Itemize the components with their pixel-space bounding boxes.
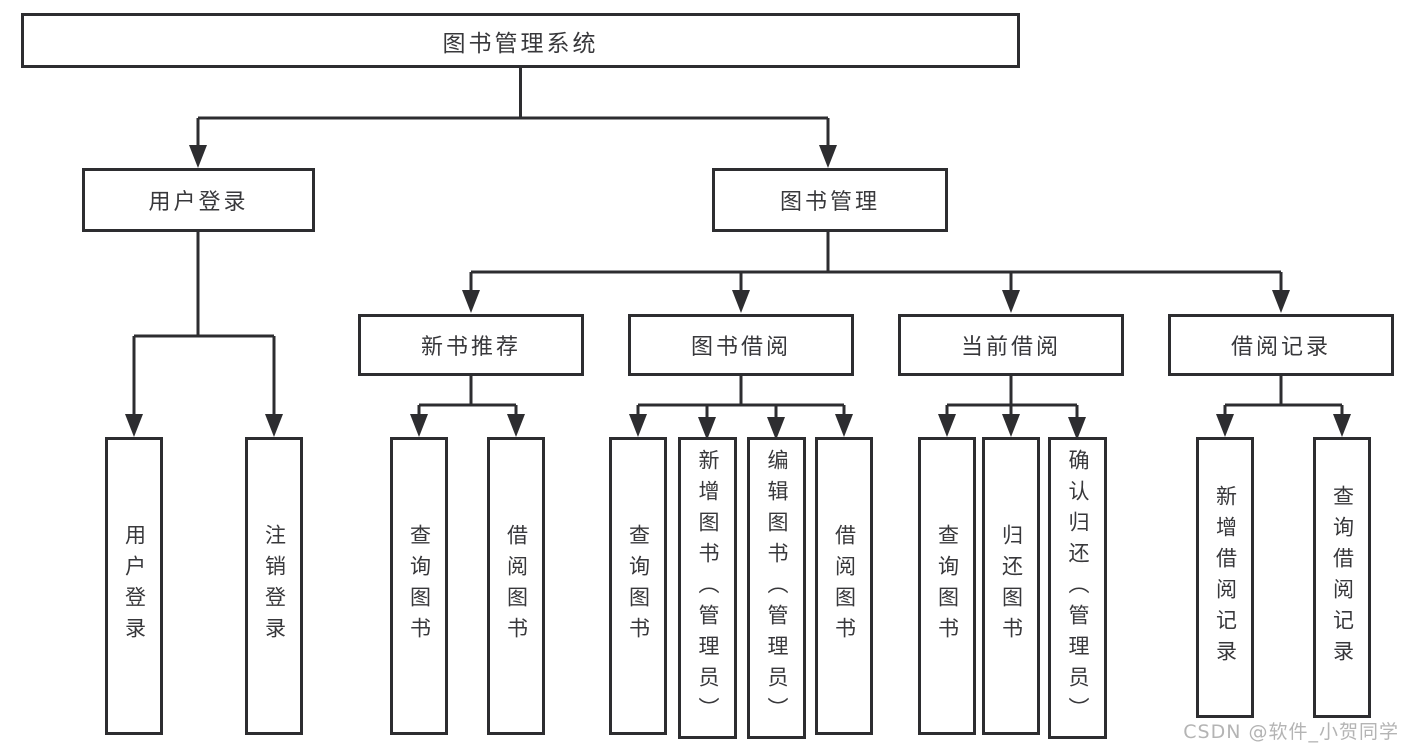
node-borrowing-records: 借阅记录: [1168, 314, 1394, 376]
csdn-watermark: CSDN @软件_小贺同学: [1183, 721, 1399, 743]
leaf-user-login-label: 用户登录: [122, 524, 147, 648]
leaf-add-borrow-record: 新增借阅记录: [1196, 437, 1254, 718]
leaf-confirm-return-admin: 确认归还（管理员）: [1048, 437, 1107, 739]
leaf-return-books-label: 归还图书: [999, 524, 1024, 648]
leaf-query-books-current-label: 查询图书: [935, 524, 960, 648]
leaf-edit-books-admin-label: 编辑图书（管理员）: [765, 448, 789, 728]
leaf-confirm-return-admin-label: 确认归还（管理员）: [1066, 448, 1090, 728]
node-book-management: 图书管理: [712, 168, 948, 232]
leaf-add-books-admin-label: 新增图书（管理员）: [696, 448, 720, 728]
leaf-borrow-books-borrowing: 借阅图书: [815, 437, 873, 735]
leaf-query-books-recommend: 查询图书: [390, 437, 448, 735]
leaf-borrow-books-borrowing-label: 借阅图书: [832, 524, 857, 648]
leaf-query-books-borrowing: 查询图书: [609, 437, 667, 735]
leaf-query-books-current: 查询图书: [918, 437, 976, 735]
leaf-query-borrow-record-label: 查询借阅记录: [1330, 484, 1355, 671]
leaf-user-login: 用户登录: [105, 437, 163, 735]
leaf-borrow-books-recommend-label: 借阅图书: [504, 524, 529, 648]
node-library-management-system: 图书管理系统: [21, 13, 1020, 68]
node-current-borrowing: 当前借阅: [898, 314, 1124, 376]
leaf-query-books-borrowing-label: 查询图书: [626, 524, 651, 648]
node-book-borrowing: 图书借阅: [628, 314, 854, 376]
node-user-login: 用户登录: [82, 168, 315, 232]
arrowheads: [125, 145, 1351, 440]
leaf-add-borrow-record-label: 新增借阅记录: [1213, 484, 1238, 671]
leaf-query-books-recommend-label: 查询图书: [407, 524, 432, 648]
leaf-add-books-admin: 新增图书（管理员）: [678, 437, 737, 739]
leaf-edit-books-admin: 编辑图书（管理员）: [747, 437, 806, 739]
leaf-return-books: 归还图书: [982, 437, 1040, 735]
leaf-logout-login: 注销登录: [245, 437, 303, 735]
node-new-book-recommendation: 新书推荐: [358, 314, 584, 376]
leaf-borrow-books-recommend: 借阅图书: [487, 437, 545, 735]
leaf-query-borrow-record: 查询借阅记录: [1313, 437, 1371, 718]
leaf-logout-login-label: 注销登录: [262, 524, 287, 648]
